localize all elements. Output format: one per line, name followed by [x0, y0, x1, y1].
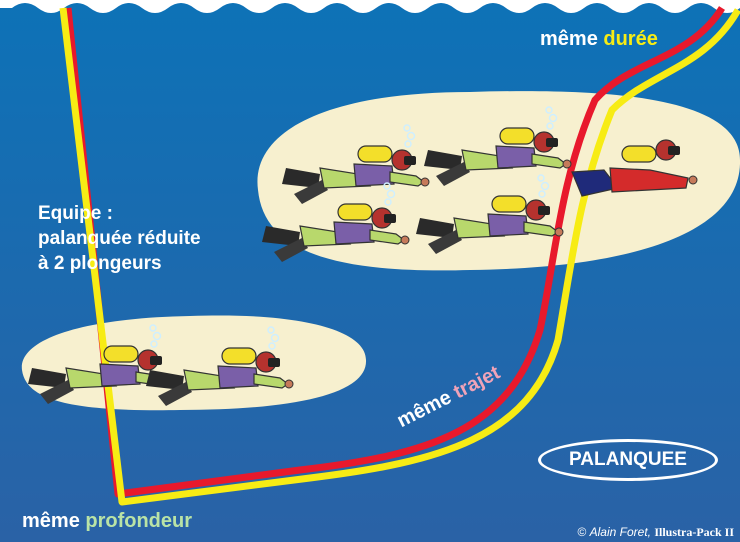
credit-brand: Illustra-Pack II	[654, 525, 734, 539]
same-depth-word: profondeur	[85, 510, 192, 532]
same-depth-label: même profondeur	[22, 510, 192, 533]
palanquee-badge-text: PALANQUEE	[569, 449, 687, 471]
water-surface	[0, 0, 740, 13]
same-duration-label: même durée	[540, 28, 658, 51]
same-duration-word: durée	[603, 28, 657, 50]
team-group-zone-small	[22, 315, 366, 410]
team-caption-line-3: à 2 plongeurs	[38, 251, 201, 276]
team-caption-line-2: palanquée réduite	[38, 226, 201, 251]
same-duration-prefix: même	[540, 28, 598, 50]
credit-author: Alain Foret,	[590, 525, 651, 539]
team-caption-line-1: Equipe :	[38, 201, 201, 226]
copyright-credit: © Alain Foret, Illustra-Pack II	[577, 525, 734, 540]
same-depth-prefix: même	[22, 510, 80, 532]
palanquee-badge: PALANQUEE	[538, 439, 718, 481]
team-caption: Equipe : palanquée réduite à 2 plongeurs	[38, 201, 201, 276]
copyright-symbol: ©	[577, 525, 586, 539]
